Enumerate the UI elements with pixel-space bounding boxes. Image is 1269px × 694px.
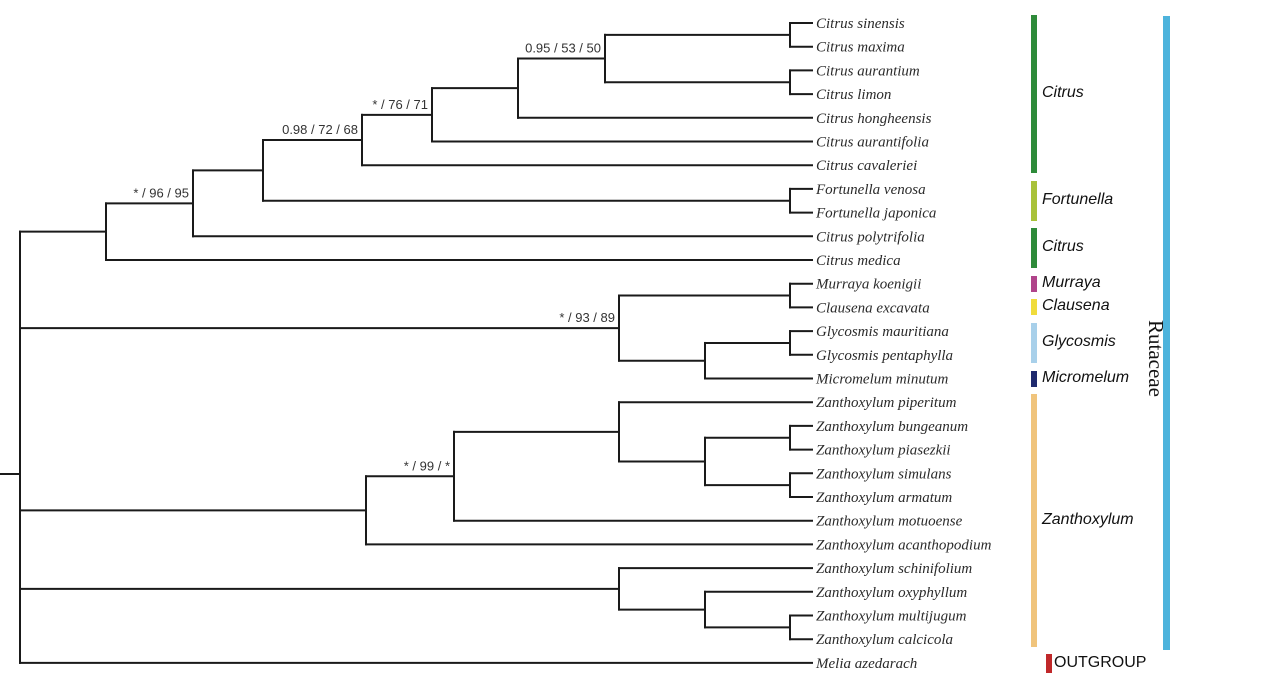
tip-label: Citrus medica	[816, 253, 901, 269]
tip-label: Citrus polytrifolia	[816, 229, 925, 245]
clade-bar	[1031, 228, 1037, 268]
tip-label: Citrus aurantifolia	[816, 135, 929, 151]
support-value: * / 93 / 89	[559, 310, 615, 325]
clade-label: Murraya	[1042, 273, 1101, 291]
clade-label: Citrus	[1042, 84, 1084, 102]
clade-bar	[1031, 180, 1037, 221]
tip-label: Citrus limon	[816, 87, 891, 103]
support-value: * / 76 / 71	[372, 97, 428, 112]
tip-label: Zanthoxylum schinifolium	[816, 561, 972, 577]
clade-label: Clausena	[1042, 297, 1110, 315]
family-label: Rutaceae	[1144, 320, 1168, 397]
tip-label: Citrus maxima	[816, 40, 905, 56]
tip-label: Glycosmis pentaphylla	[816, 348, 953, 364]
support-value: 0.95 / 53 / 50	[525, 41, 601, 56]
tip-label: Citrus cavaleriei	[816, 158, 917, 174]
tip-label: Zanthoxylum bungeanum	[816, 419, 968, 435]
clade-label: Zanthoxylum	[1042, 510, 1134, 528]
tip-label: Zanthoxylum multijugum	[816, 609, 967, 625]
tip-label: Zanthoxylum simulans	[816, 466, 952, 482]
clade-label: Fortunella	[1042, 190, 1114, 208]
clade-bar	[1031, 299, 1037, 316]
tip-label: Zanthoxylum oxyphyllum	[816, 585, 967, 601]
clade-bar	[1031, 323, 1037, 363]
clade-label: Micromelum	[1042, 368, 1130, 386]
clade-bar	[1031, 15, 1037, 174]
tip-label: Zanthoxylum acanthopodium	[816, 537, 992, 553]
tip-label: Murraya koenigii	[815, 277, 921, 293]
tip-label: Fortunella venosa	[815, 182, 926, 198]
family-bar-rutaceae	[1163, 16, 1170, 650]
tip-label: Citrus sinensis	[816, 16, 905, 32]
outgroup-label: OUTGROUP	[1054, 653, 1147, 671]
tip-label: Glycosmis mauritiana	[816, 324, 949, 340]
clade-bar	[1031, 370, 1037, 387]
clade-label: Glycosmis	[1042, 332, 1116, 350]
support-value: 0.98 / 72 / 68	[282, 122, 358, 137]
tip-label: Clausena excavata	[816, 300, 930, 316]
tip-label: Micromelum minutum	[815, 372, 949, 388]
outgroup-bar	[1046, 653, 1052, 673]
tip-label: Zanthoxylum piasezkii	[816, 443, 951, 459]
clade-bar	[1031, 275, 1037, 292]
clade-bar	[1031, 394, 1037, 648]
tip-label: Citrus aurantium	[816, 63, 920, 79]
support-value: * / 99 / *	[404, 458, 450, 473]
tip-label: Fortunella japonica	[815, 206, 936, 222]
tip-label: Zanthoxylum armatum	[816, 490, 952, 506]
tip-label: Melia azedarach	[815, 656, 917, 672]
tip-label: Citrus hongheensis	[816, 111, 932, 127]
tip-label: Zanthoxylum calcicola	[816, 632, 953, 648]
clade-label: Citrus	[1042, 238, 1084, 256]
tip-label: Zanthoxylum motuoense	[816, 514, 963, 530]
support-value: * / 96 / 95	[133, 185, 189, 200]
tip-label: Zanthoxylum piperitum	[816, 395, 957, 411]
